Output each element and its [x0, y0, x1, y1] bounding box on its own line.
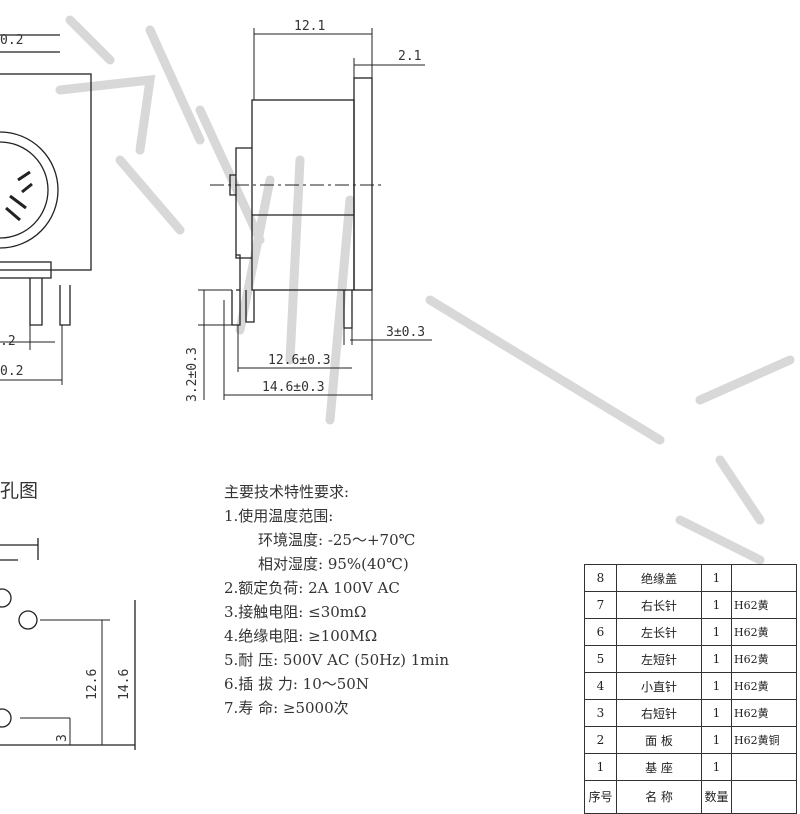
part-name: 基 座: [616, 753, 702, 781]
dim-left-bottom: 0.2: [0, 364, 23, 379]
table-row: 7 右长针 1 H62黄: [584, 591, 797, 619]
part-material: H62黄铜: [731, 726, 797, 754]
part-material: [731, 564, 797, 592]
front-view: [0, 34, 92, 385]
part-material: [731, 753, 797, 781]
part-qty: 1: [701, 645, 732, 673]
dim-hole-inner: 12.6: [85, 669, 100, 700]
hole-pattern: [0, 538, 136, 750]
header-name: 名 称: [616, 780, 702, 814]
part-no: 6: [584, 618, 617, 646]
dim-hole-outer: 14.6: [117, 669, 132, 700]
part-name: 面 板: [616, 726, 702, 754]
spec-item: 环境温度: -25～+70℃: [258, 531, 416, 549]
table-row: 5 左短针 1 H62黄: [584, 645, 797, 673]
spec-title: 主要技术特性要求:: [224, 483, 350, 501]
part-qty: 1: [701, 699, 732, 727]
dim-pin-length: 3.2±0.3: [185, 347, 200, 402]
part-name: 右长针: [616, 591, 702, 619]
header-qty: 数量: [701, 780, 732, 814]
part-no: 2: [584, 726, 617, 754]
part-material: H62黄: [731, 591, 797, 619]
table-row: 4 小直针 1 H62黄: [584, 672, 797, 700]
spec-item: 6.插 拔 力: 10～50N: [224, 675, 369, 693]
table-row: 1 基 座 1: [584, 753, 797, 781]
part-qty: 1: [701, 753, 732, 781]
spec-item: 相对湿度: 95%(40℃): [258, 555, 409, 573]
dim-flange: 2.1: [398, 49, 421, 64]
part-qty: 1: [701, 564, 732, 592]
part-no: 7: [584, 591, 617, 619]
table-row: 3 右短针 1 H62黄: [584, 699, 797, 727]
header-material: [731, 780, 797, 814]
part-name: 小直针: [616, 672, 702, 700]
spec-item: 7.寿 命: ≥5000次: [224, 699, 349, 717]
part-qty: 1: [701, 672, 732, 700]
spec-item: 5.耐 压: 500V AC (50Hz) 1min: [224, 651, 449, 669]
spec-list: 主要技术特性要求: 1.使用温度范围: 环境温度: -25～+70℃ 相对湿度:…: [224, 480, 569, 720]
table-header-row: 序号 名 称 数量: [584, 780, 797, 814]
table-row: 2 面 板 1 H62黄铜: [584, 726, 797, 754]
dim-width-top: 12.1: [294, 19, 325, 34]
spec-item: 2.额定负荷: 2A 100V AC: [224, 579, 400, 597]
part-material: H62黄: [731, 672, 797, 700]
hole-pattern-title: 孔图: [0, 480, 39, 502]
part-material: H62黄: [731, 699, 797, 727]
spec-item: 1.使用温度范围:: [224, 507, 334, 525]
spec-item: 3.接触电阻: ≤30mΩ: [224, 603, 367, 621]
dim-pin-offset: 3±0.3: [386, 325, 425, 340]
table-row: 8 绝缘盖 1: [584, 564, 797, 592]
dim-hole-offset: 3: [55, 734, 70, 742]
part-no: 4: [584, 672, 617, 700]
dim-left-mid: .2: [0, 334, 16, 349]
dim-top-left: 0.2: [0, 33, 23, 48]
watermark: [55, 15, 795, 565]
spec-item: 4.绝缘电阻: ≥100MΩ: [224, 627, 378, 645]
header-no: 序号: [584, 780, 617, 814]
part-material: H62黄: [731, 618, 797, 646]
part-no: 3: [584, 699, 617, 727]
part-name: 右短针: [616, 699, 702, 727]
part-name: 左短针: [616, 645, 702, 673]
parts-table: 8 绝缘盖 1 7 右长针 1 H62黄 6 左长针 1 H62黄 5 左短针 …: [584, 564, 797, 814]
part-no: 8: [584, 564, 617, 592]
part-no: 1: [584, 753, 617, 781]
dim-pin-span-inner: 12.6±0.3: [268, 353, 331, 368]
part-qty: 1: [701, 726, 732, 754]
part-name: 绝缘盖: [616, 564, 702, 592]
part-qty: 1: [701, 618, 732, 646]
dim-pin-span-outer: 14.6±0.3: [262, 380, 325, 395]
part-name: 左长针: [616, 618, 702, 646]
side-view: [198, 28, 432, 400]
table-row: 6 左长针 1 H62黄: [584, 618, 797, 646]
part-qty: 1: [701, 591, 732, 619]
part-no: 5: [584, 645, 617, 673]
part-material: H62黄: [731, 645, 797, 673]
